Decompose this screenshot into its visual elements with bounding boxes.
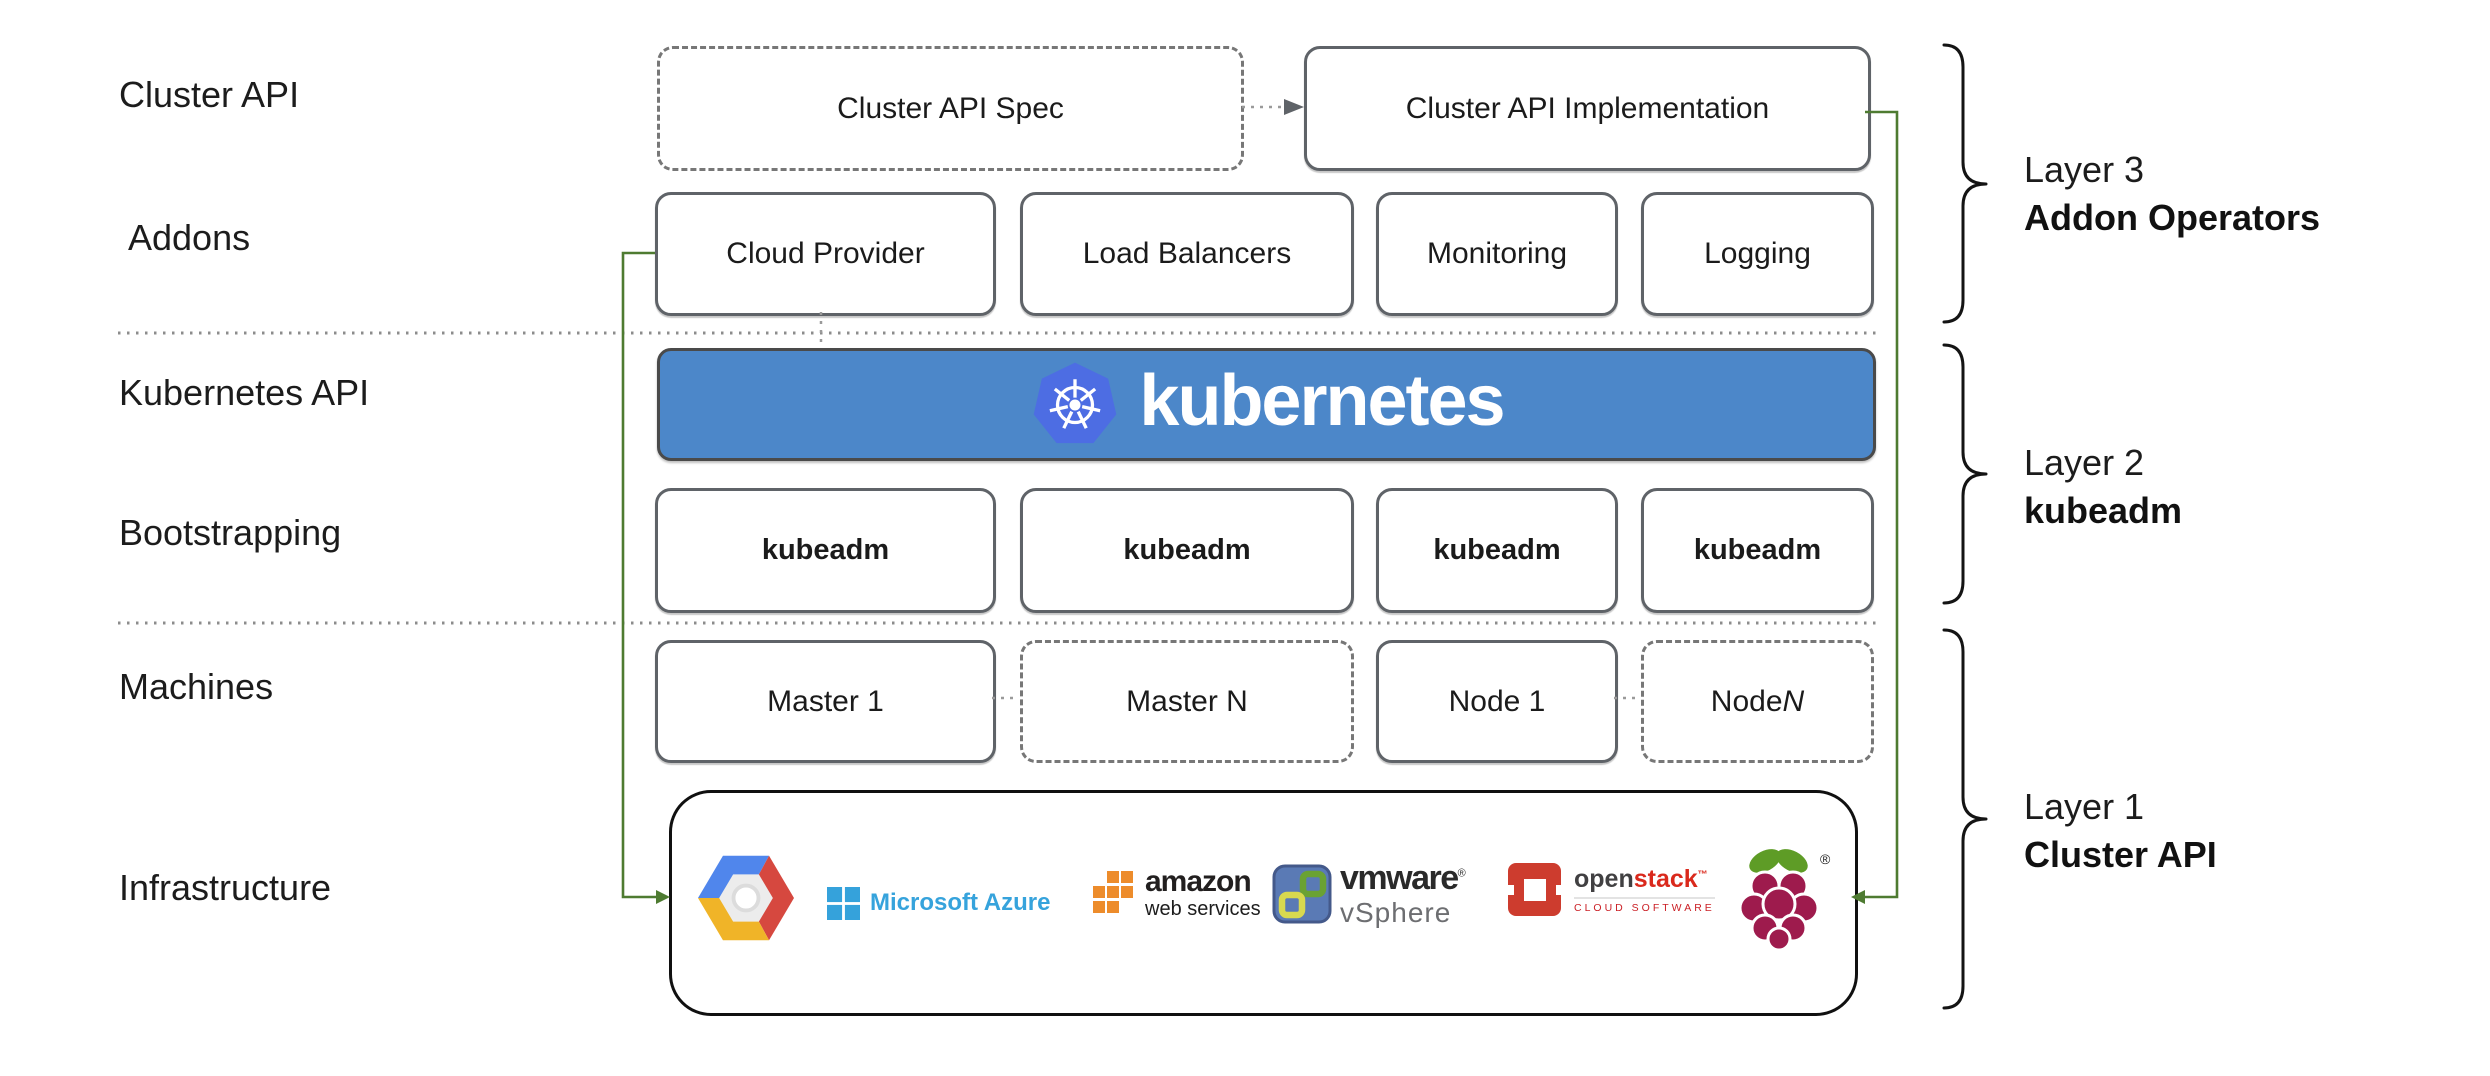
raspberry-pi-registered-mark: ® (1820, 851, 1831, 867)
row-label-bootstrapping: Bootstrapping (119, 512, 342, 553)
google-cloud-platform-logo (698, 855, 794, 941)
openstack-trademark: ™ (1697, 869, 1708, 881)
box-logging: Logging (1641, 192, 1874, 316)
raspberry-pi-logo: ® (1732, 843, 1830, 951)
microsoft-azure-logo: Microsoft Azure (827, 883, 1050, 923)
openstack-label: openstack™ (1574, 864, 1715, 893)
layer-3-subtitle: Addon Operators (2024, 197, 2321, 238)
openstack-cloud-software-label: CLOUD SOFTWARE (1574, 896, 1715, 914)
row-label-addons: Addons (128, 217, 251, 258)
green-arrowhead-left-icon (656, 890, 670, 904)
box-monitoring: Monitoring (1376, 192, 1618, 316)
box-cluster-api-spec: Cluster API Spec (657, 46, 1244, 171)
layer-1-annotation: Layer 1 Cluster API (2024, 783, 2217, 879)
box-node-1: Node 1 (1376, 640, 1618, 763)
node-n-prefix: Node (1710, 684, 1783, 718)
openstack-icon (1508, 863, 1562, 916)
amazon-label: amazon (1145, 865, 1252, 898)
row-label-machines: Machines (119, 666, 274, 707)
kubernetes-wordmark: kubernetes (1139, 360, 1505, 441)
vmware-vsphere-logo: vmware® vSphere (1272, 859, 1466, 928)
vmware-label: vmware® (1340, 859, 1466, 897)
aws-boxes-icon (1093, 871, 1133, 913)
vmware-registered-mark: ® (1457, 867, 1466, 880)
box-load-balancers: Load Balancers (1020, 192, 1354, 316)
microsoft-azure-icon (827, 886, 860, 920)
box-kubeadm-4: kubeadm (1641, 488, 1874, 613)
web-services-label: web services (1145, 898, 1261, 920)
vsphere-label: vSphere (1340, 897, 1452, 928)
brace-layer-3 (1942, 43, 1988, 324)
layer-1-title: Layer 1 (2024, 786, 2145, 827)
box-kubeadm-2: kubeadm (1020, 488, 1354, 613)
kubernetes-banner: kubernetes (657, 348, 1876, 461)
box-cloud-provider: Cloud Provider (655, 192, 996, 316)
box-node-n: Node N (1641, 640, 1874, 763)
google-cloud-platform-icon (698, 855, 794, 941)
vmware-icon (1272, 864, 1332, 924)
box-kubeadm-3: kubeadm (1376, 488, 1618, 613)
openstack-open-text: open (1574, 864, 1634, 893)
spec-to-implementation-arrowhead-icon (1284, 99, 1304, 115)
row-label-kubernetes-api: Kubernetes API (119, 372, 370, 413)
openstack-stack-text: stack (1633, 864, 1698, 893)
brace-layer-1 (1942, 628, 1988, 1010)
box-cluster-api-implementation: Cluster API Implementation (1304, 46, 1871, 171)
box-kubeadm-1: kubeadm (655, 488, 996, 613)
openstack-logo: openstack™ CLOUD SOFTWARE (1506, 861, 1715, 919)
layer-2-annotation: Layer 2 kubeadm (2024, 439, 2182, 535)
green-connector-left (621, 251, 656, 899)
vmware-wordmark: vmware (1340, 859, 1459, 897)
kubernetes-logo-icon (1034, 362, 1117, 443)
node-n-italic: N (1782, 684, 1805, 718)
layer-1-subtitle: Cluster API (2024, 834, 2217, 875)
layer-2-title: Layer 2 (2024, 442, 2145, 483)
row-label-infrastructure: Infrastructure (119, 867, 332, 908)
raspberry-pi-icon (1738, 849, 1820, 951)
layer-3-title: Layer 3 (2024, 149, 2145, 190)
box-master-1: Master 1 (655, 640, 996, 763)
infrastructure-box: Microsoft Azure amazon web services (669, 790, 1858, 1016)
microsoft-azure-label: Microsoft Azure (870, 889, 1051, 916)
brace-layer-2 (1942, 343, 1988, 605)
amazon-web-services-logo: amazon web services (1091, 867, 1261, 919)
layer-3-annotation: Layer 3 Addon Operators (2024, 146, 2320, 242)
box-master-n: Master N (1020, 640, 1354, 763)
row-label-cluster-api: Cluster API (119, 74, 300, 115)
layer-2-subtitle: kubeadm (2024, 490, 2183, 531)
